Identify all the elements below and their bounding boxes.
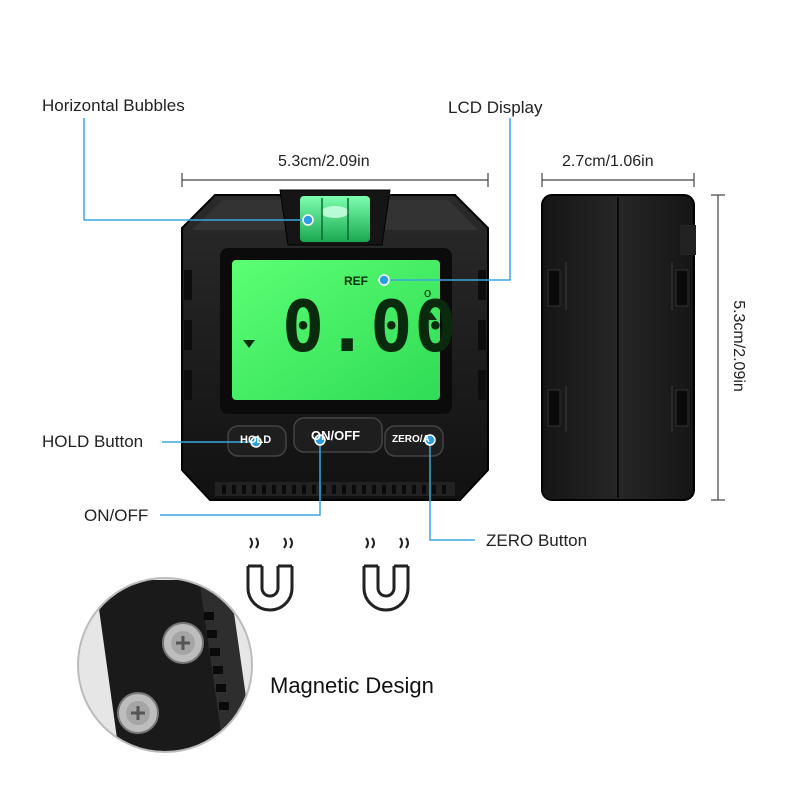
dimension-lines [181, 173, 725, 501]
magnetic-design-label: Magnetic Design [270, 673, 434, 698]
zero-button-text[interactable]: ZERO/A [392, 434, 430, 445]
side-width-dimension: 2.7cm/1.06in [562, 153, 654, 170]
magnet-icon [362, 537, 410, 612]
lcd-display-label: LCD Display [448, 98, 543, 117]
front-device [181, 189, 489, 501]
lcd-ref-indicator: REF [344, 274, 368, 288]
lcd-screen [232, 260, 440, 400]
magnet-icon [246, 537, 294, 612]
side-device [541, 194, 696, 501]
onoff-button-text[interactable]: ON/OFF [311, 428, 361, 443]
up-arrow-icon [425, 312, 437, 320]
lcd-reading: 0.00 [282, 286, 459, 368]
zero-button-shape [384, 425, 444, 457]
lcd-degree-symbol: o [424, 285, 432, 300]
hold-button-text[interactable]: HOLD [240, 434, 272, 446]
callout-lines [83, 118, 511, 541]
on-off-label: ON/OFF [84, 506, 149, 525]
callout-dots [250, 214, 436, 448]
magnet-closeup [77, 577, 253, 753]
horizontal-bubbles-label: Horizontal Bubbles [42, 96, 185, 115]
front-width-dimension: 5.3cm/2.09in [278, 153, 370, 170]
down-arrow-icon [243, 340, 255, 348]
hold-button-label: HOLD Button [42, 432, 144, 451]
bubble-vial [279, 189, 391, 246]
side-height-dimension: 5.3cm/2.09in [730, 300, 747, 392]
zero-button-label: ZERO Button [486, 531, 588, 550]
